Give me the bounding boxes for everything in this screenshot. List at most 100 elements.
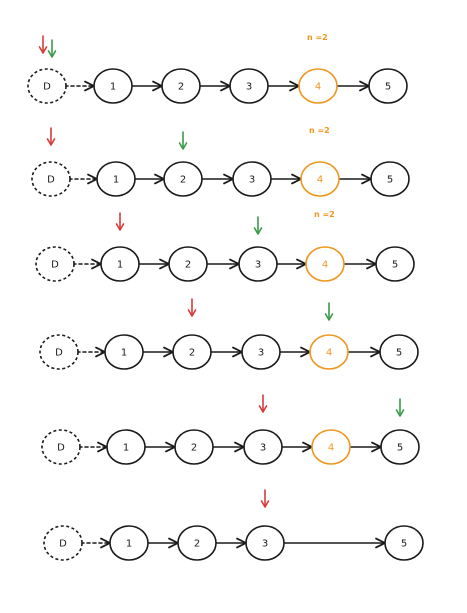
node-label: 4	[322, 260, 328, 271]
list-node: 2	[163, 161, 203, 197]
target-node: 4	[309, 334, 349, 370]
node-label: D	[43, 82, 51, 93]
node-label: 3	[249, 175, 255, 186]
list-node: 1	[106, 429, 146, 465]
node-circle	[39, 334, 79, 370]
list-node: 3	[238, 246, 278, 282]
node-label: 5	[387, 175, 393, 186]
node-label: 4	[315, 82, 321, 93]
node-label: 3	[262, 539, 268, 550]
node-circle	[375, 246, 415, 282]
node-circle	[93, 68, 133, 104]
list-node: 2	[172, 334, 212, 370]
list-node: 2	[174, 429, 214, 465]
list-node: 5	[380, 429, 420, 465]
node-label: 5	[397, 443, 403, 454]
node-label: 2	[191, 443, 197, 454]
node-circle	[311, 429, 351, 465]
dummy-node: D	[41, 429, 81, 465]
target-node: 4	[298, 68, 338, 104]
list-node: 3	[241, 334, 281, 370]
n-note: n =2	[307, 33, 328, 42]
node-circle	[106, 429, 146, 465]
list-node: 5	[368, 68, 408, 104]
n-note: n =2	[314, 210, 335, 219]
node-circle	[229, 68, 269, 104]
node-circle	[41, 429, 81, 465]
list-node: 5	[379, 334, 419, 370]
node-circle	[163, 161, 203, 197]
node-label: 3	[246, 82, 252, 93]
node-label: D	[55, 348, 63, 359]
list-node: 3	[229, 68, 269, 104]
node-label: 1	[117, 260, 123, 271]
dummy-node: D	[43, 525, 83, 561]
node-circle	[161, 68, 201, 104]
node-label: 5	[392, 260, 398, 271]
list-node: 3	[245, 525, 285, 561]
node-circle	[384, 525, 424, 561]
fast-pointer-arrow	[178, 131, 188, 150]
dummy-node: D	[39, 334, 79, 370]
node-label: D	[57, 443, 65, 454]
list-node: 2	[161, 68, 201, 104]
fast-pointer-arrow	[324, 302, 334, 321]
list-node: 5	[370, 161, 410, 197]
node-label: 5	[396, 348, 402, 359]
node-circle	[104, 334, 144, 370]
node-circle	[100, 246, 140, 282]
node-circle	[168, 246, 208, 282]
node-label: 3	[258, 348, 264, 359]
node-circle	[172, 334, 212, 370]
list-node: 2	[177, 525, 217, 561]
list-node: 1	[104, 334, 144, 370]
node-circle	[35, 246, 75, 282]
node-label: D	[59, 539, 67, 550]
node-label: 4	[328, 443, 334, 454]
dummy-node: D	[31, 161, 71, 197]
node-label: 1	[121, 348, 127, 359]
list-node: 1	[96, 161, 136, 197]
node-label: 3	[260, 443, 266, 454]
node-label: 2	[185, 260, 191, 271]
list-node: 3	[232, 161, 272, 197]
node-circle	[298, 68, 338, 104]
node-circle	[43, 525, 83, 561]
fast-pointer-arrow	[253, 216, 263, 235]
node-label: 4	[326, 348, 332, 359]
node-label: 1	[113, 175, 119, 186]
list-node: 1	[100, 246, 140, 282]
node-circle	[300, 161, 340, 197]
list-node: 1	[109, 525, 149, 561]
node-circle	[241, 334, 281, 370]
dummy-node: D	[27, 68, 67, 104]
target-node: 4	[305, 246, 345, 282]
node-circle	[31, 161, 71, 197]
node-circle	[109, 525, 149, 561]
node-label: D	[47, 175, 55, 186]
target-node: 4	[300, 161, 340, 197]
slow-pointer-arrow	[187, 298, 197, 317]
slow-pointer-arrow	[115, 212, 125, 231]
fast-pointer-arrow	[395, 398, 405, 417]
node-circle	[245, 525, 285, 561]
node-circle	[380, 429, 420, 465]
list-node: 2	[168, 246, 208, 282]
node-label: 2	[178, 82, 184, 93]
node-label: 3	[255, 260, 261, 271]
node-circle	[177, 525, 217, 561]
node-circle	[368, 68, 408, 104]
slow-pointer-arrow	[38, 35, 48, 54]
list-node: 5	[384, 525, 424, 561]
node-label: 1	[123, 443, 129, 454]
list-row-5: D 1 2 3 4 5	[41, 429, 420, 465]
node-label: 4	[317, 175, 323, 186]
node-circle	[379, 334, 419, 370]
list-node: 1	[93, 68, 133, 104]
node-label: 1	[110, 82, 116, 93]
node-circle	[174, 429, 214, 465]
